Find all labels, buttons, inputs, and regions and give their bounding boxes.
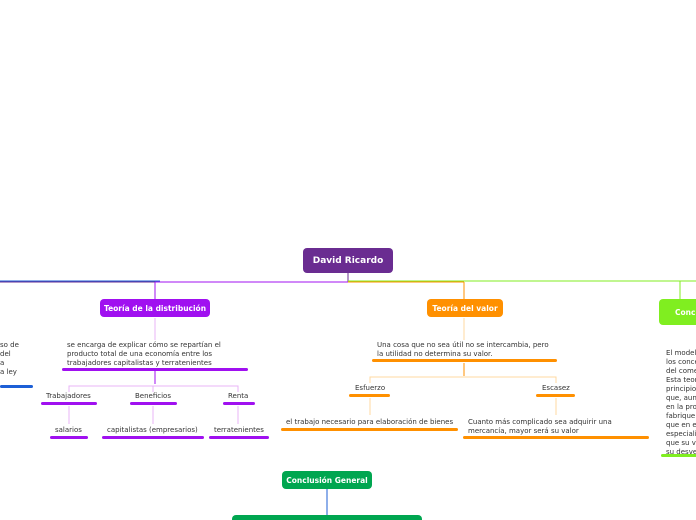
beneficios-label[interactable]: Beneficios (135, 392, 171, 400)
capitalistas-underline (102, 436, 204, 439)
right-branch-line: en la pro (666, 403, 696, 411)
valor-description-line: la utilidad no determina su valor. (377, 350, 493, 358)
right-branch-line: El model (666, 349, 696, 357)
distribucion-node[interactable]: Teoría de la distribución (100, 299, 210, 317)
escasez-label[interactable]: Escasez (542, 384, 570, 392)
distribucion-description-underline (62, 368, 248, 371)
right-branch-line: que, aun (666, 394, 696, 402)
distribucion-description-line: se encarga de explicar cómo se repartían… (67, 341, 221, 349)
escasez-underline (536, 394, 575, 397)
right-branch-line: su desve (666, 448, 696, 456)
esfuerzo-description[interactable]: el trabajo necesario para elaboración de… (286, 418, 454, 426)
renta-underline (223, 402, 255, 405)
right-branch-title: Conc (675, 307, 696, 317)
right-branch-line: los conce (666, 358, 696, 366)
left-branch-underline (0, 385, 33, 388)
beneficios-underline (130, 402, 177, 405)
left-branch-text[interactable]: so de del a a ley (0, 341, 19, 377)
escasez-description[interactable]: Cuanto más complicado sea adquirir una m… (468, 418, 612, 436)
right-branch-line: principio (666, 385, 696, 393)
renta-label[interactable]: Renta (228, 392, 249, 400)
valor-description-line: Una cosa que no sea útil no se intercamb… (377, 341, 549, 349)
salarios-label[interactable]: salarios (55, 426, 82, 434)
root-label: David Ricardo (312, 255, 384, 266)
valor-node[interactable]: Teoría del valor (427, 299, 503, 317)
trabajadores-underline (41, 402, 97, 405)
valor-description[interactable]: Una cosa que no sea útil no se intercamb… (377, 341, 549, 359)
escasez-description-underline (463, 436, 649, 439)
valor-title: Teoría del valor (432, 303, 498, 313)
escasez-description-line: Cuanto más complicado sea adquirir una (468, 418, 612, 426)
main-connector-left (0, 281, 156, 284)
right-branch-node[interactable]: Conc (659, 299, 696, 325)
distribucion-description-line: producto total de una economía entre los (67, 350, 213, 358)
distribucion-description-line: trabajadores capitalistas y terratenient… (67, 359, 212, 367)
left-branch-line: a ley (0, 368, 17, 376)
esfuerzo-underline (349, 394, 390, 397)
right-branch-line: fabrique (666, 412, 696, 420)
terratenientes-label[interactable]: terratenientes (214, 426, 264, 434)
escasez-description-line: mercancía, mayor será su valor (468, 427, 579, 435)
terratenientes-underline (209, 436, 269, 439)
left-branch-line: a (0, 359, 5, 367)
capitalistas-label[interactable]: capitalistas (empresarios) (107, 426, 198, 434)
trabajadores-label[interactable]: Trabajadores (46, 392, 91, 400)
left-branch-line: del (0, 350, 11, 358)
conclusion-general-child-node[interactable] (232, 515, 422, 520)
right-branch-underline (661, 454, 696, 457)
esfuerzo-label[interactable]: Esfuerzo (355, 384, 386, 392)
distribucion-title: Teoría de la distribución (103, 303, 207, 313)
right-branch-line: que en e (666, 421, 696, 429)
right-branch-text[interactable]: El model los conce del come Esta teor pr… (666, 349, 696, 457)
right-branch-line: especiali (666, 430, 696, 438)
right-branch-line: que su v (666, 439, 696, 447)
left-branch-line: so de (0, 341, 19, 349)
root-node[interactable]: David Ricardo (303, 248, 393, 273)
valor-description-underline (372, 359, 557, 362)
valor-children-bar (369, 376, 557, 383)
right-branch-line: del come (666, 367, 696, 375)
right-branch-line: Esta teor (666, 376, 696, 384)
conclusion-general-title: Conclusión General (286, 475, 368, 485)
conclusion-general-node[interactable]: Conclusión General (282, 471, 372, 489)
distribucion-description[interactable]: se encarga de explicar cómo se repartían… (67, 341, 221, 368)
esfuerzo-description-underline (281, 428, 458, 431)
salarios-underline (50, 436, 88, 439)
